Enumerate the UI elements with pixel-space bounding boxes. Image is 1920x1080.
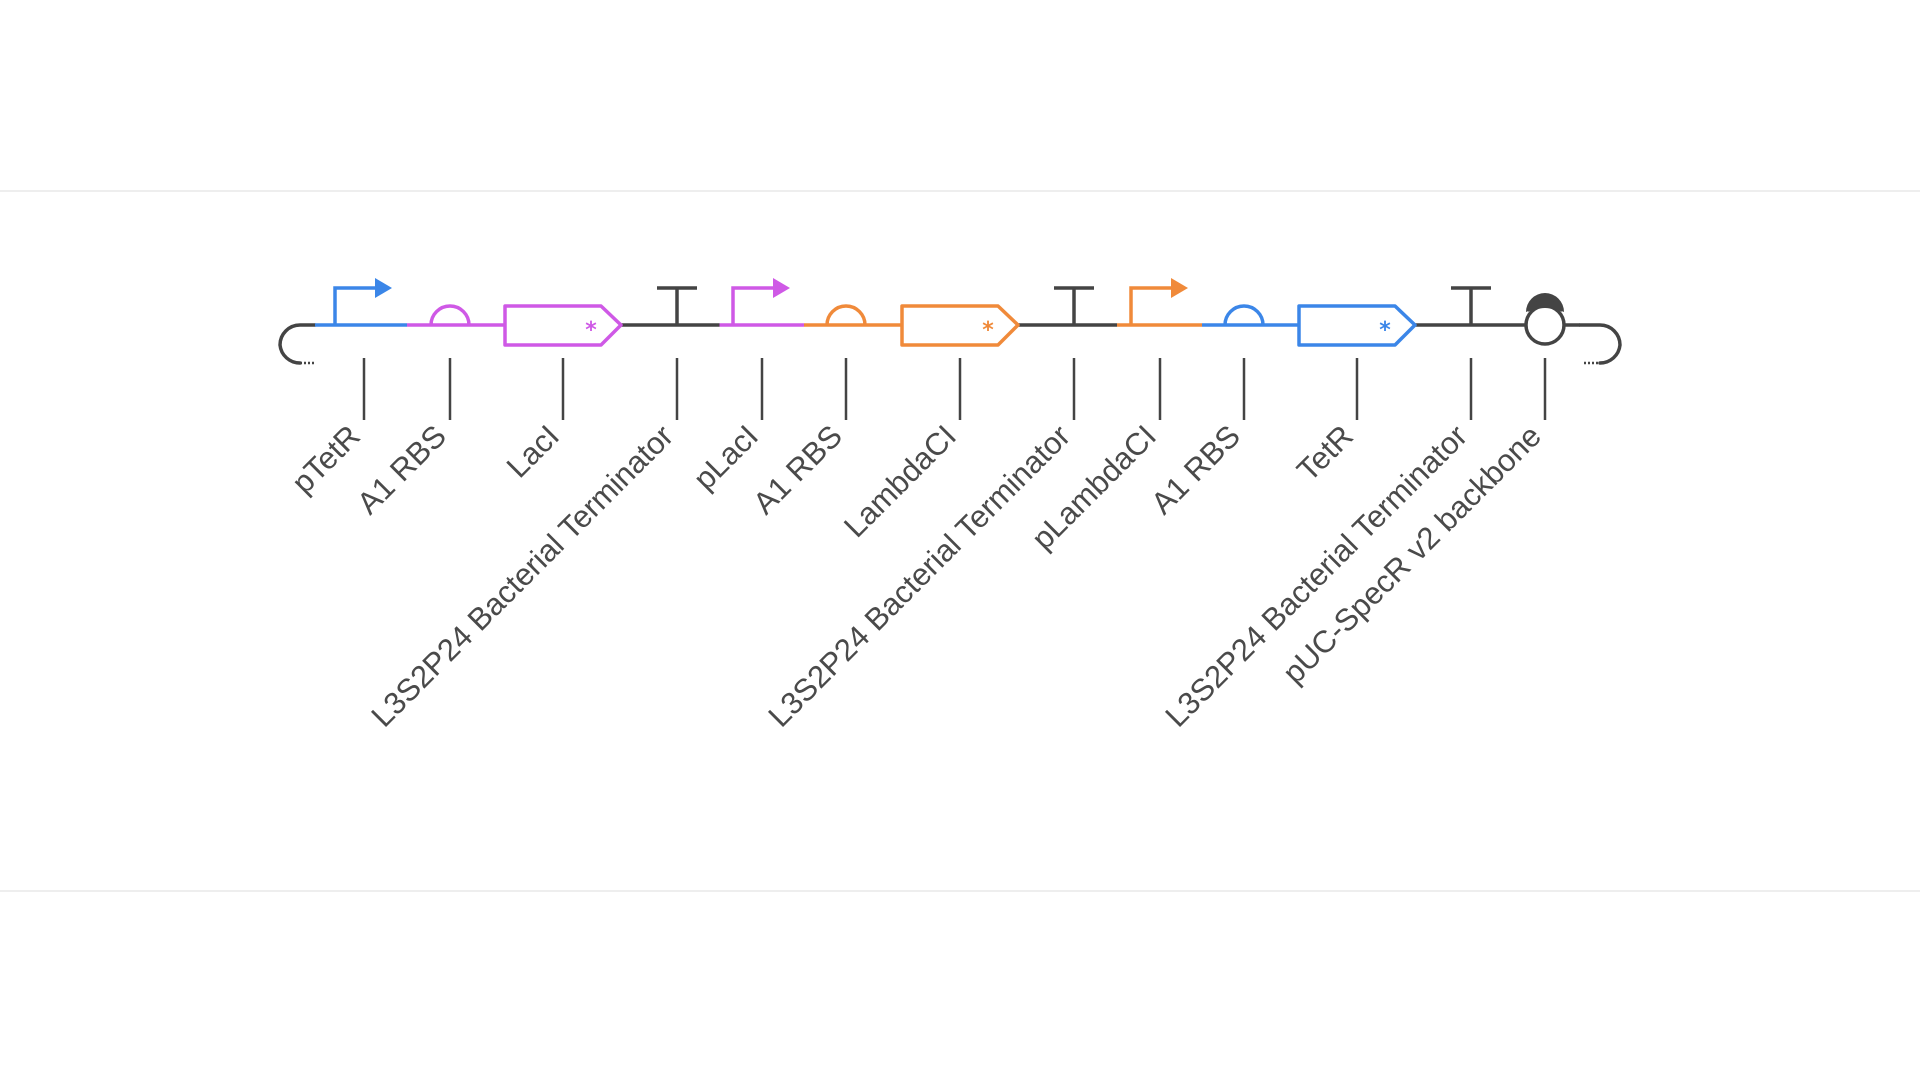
cds-pentagon-icon: * LacI xyxy=(500,304,623,484)
part-label: TetR xyxy=(1290,418,1360,488)
bottom-divider xyxy=(0,890,1920,892)
promoter-arrow-icon: pLacI xyxy=(687,278,790,497)
part-label: A1 RBS xyxy=(1144,418,1247,521)
cds-asterisk: * xyxy=(585,318,597,343)
promoter-stem xyxy=(731,286,775,325)
rbs-dome xyxy=(1223,304,1265,326)
part-label: A1 RBS xyxy=(746,418,849,521)
promoter-arrowhead xyxy=(1171,278,1188,298)
origin-arc xyxy=(1528,299,1562,312)
promoter-stem xyxy=(333,286,377,325)
rbs-dome xyxy=(825,304,867,326)
promoter-arrowhead xyxy=(773,278,790,298)
part-label: LacI xyxy=(500,418,566,484)
top-divider xyxy=(0,190,1920,192)
cds-asterisk: * xyxy=(1379,318,1391,343)
part-label: pLacI xyxy=(687,418,765,496)
rbs-dome-icon: A1 RBS xyxy=(1144,304,1265,521)
backbone-right-end xyxy=(1578,323,1622,365)
rbs-dome-icon: A1 RBS xyxy=(746,304,867,521)
cds-body xyxy=(1297,304,1417,347)
cds-body xyxy=(900,304,1020,347)
promoter-arrow-icon: pTetR xyxy=(285,278,392,500)
cds-asterisk: * xyxy=(982,318,994,343)
origin-circle xyxy=(1524,304,1566,346)
rbs-dome-icon: A1 RBS xyxy=(350,304,471,521)
part-label: pTetR xyxy=(285,418,367,500)
terminator-t-icon: L3S2P24 Bacterial Terminator xyxy=(364,286,697,734)
cds-pentagon-icon: * TetR xyxy=(1290,304,1417,488)
terminator-t-icon: L3S2P24 Bacterial Terminator xyxy=(761,286,1094,734)
promoter-stem xyxy=(1129,286,1173,325)
cds-body xyxy=(503,304,623,347)
rbs-dome xyxy=(429,304,471,326)
part-label: A1 RBS xyxy=(350,418,453,521)
promoter-arrowhead xyxy=(375,278,392,298)
backbone-left-end xyxy=(278,323,317,365)
